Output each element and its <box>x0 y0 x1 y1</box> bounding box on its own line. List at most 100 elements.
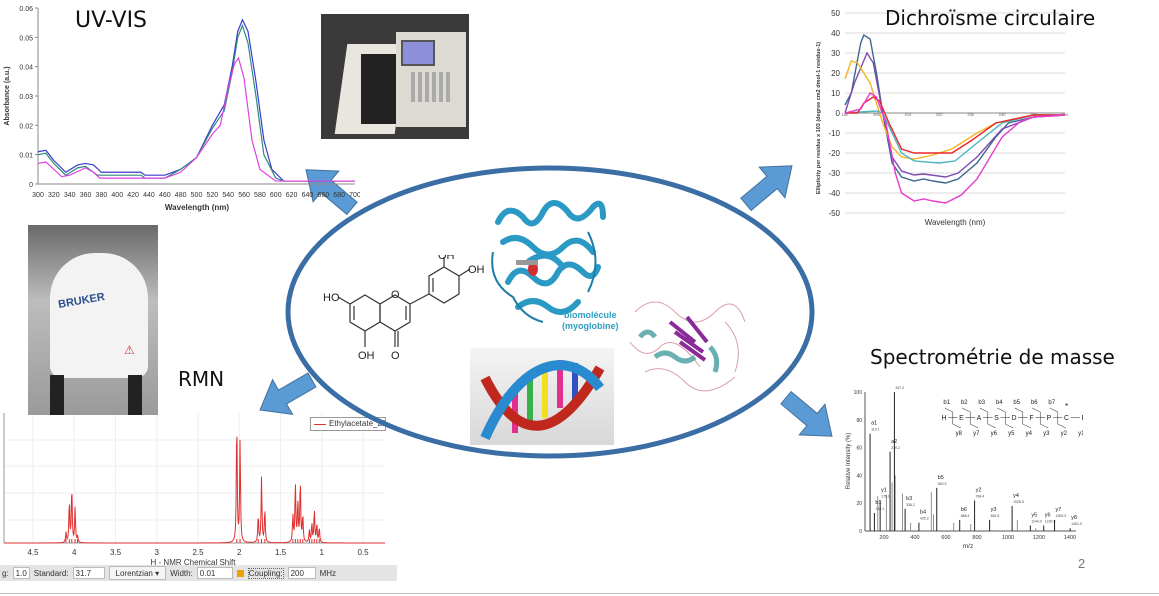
residue-label: A <box>977 415 982 422</box>
nmr-spectrum <box>3 436 386 544</box>
y-tick-label: -30 <box>828 169 840 178</box>
nmr-legend: Ethylacetate_21 <box>310 417 386 431</box>
arrow-to-rmn <box>259 372 317 415</box>
cleavage-mark <box>962 407 979 429</box>
series-magenta <box>844 92 1066 204</box>
x-tick-label: 240 <box>999 112 1006 117</box>
cleavage-mark <box>1032 407 1049 429</box>
footer-divider <box>0 593 1159 594</box>
y-ion-label: y5 <box>1008 431 1015 437</box>
x-tick-label: 300 <box>32 192 44 199</box>
y-tick-label: 100 <box>854 390 863 396</box>
x-tick-label: 200 <box>873 112 880 117</box>
b-ion-label: b4 <box>996 400 1003 406</box>
standard-input[interactable]: 31.7 <box>72 567 105 579</box>
series-purple <box>844 51 1066 178</box>
x-tick-label: 1000 <box>1002 535 1014 541</box>
field1-input[interactable]: 1.0 <box>12 567 30 579</box>
nmr-magnet-photo: BRUKER ⚠ <box>28 225 158 415</box>
coupling-checkbox[interactable] <box>236 569 244 577</box>
x-tick-label: 520 <box>207 192 219 199</box>
flavonoid-labels: HO OH OH OH O O <box>323 255 485 362</box>
y-tick-label: 20 <box>856 501 862 507</box>
x-tick-label: 700 <box>349 192 360 199</box>
y-tick-label: 0 <box>29 182 33 189</box>
y-tick-label: 0.06 <box>19 6 33 13</box>
x-tick-label: 600 <box>270 192 282 199</box>
lineshape-value: Lorentzian <box>115 569 153 578</box>
peak-mz-label: 540.3 <box>938 482 947 486</box>
x-tick-label: 3 <box>155 548 160 557</box>
ms-title: Spectrométrie de masse <box>870 345 1115 369</box>
y-tick-label: 40 <box>856 473 862 479</box>
x-axis-label: m/z <box>963 543 973 550</box>
x-tick-label: 230 <box>967 112 974 117</box>
x-tick-label: 380 <box>96 192 108 199</box>
x-tick-label: 800 <box>972 535 981 541</box>
atom-label: O <box>391 289 400 301</box>
rmn-title: RMN <box>178 367 225 391</box>
peak-mz-label: 784.4 <box>976 494 985 498</box>
peak-mz-label: 1401.0 <box>1071 522 1082 526</box>
x-tick-label: 340 <box>64 192 76 199</box>
y-tick-label: 80 <box>856 418 862 424</box>
lineshape-select[interactable]: Lorentzian ▾ <box>108 566 167 580</box>
cleavage-mark <box>1049 407 1066 429</box>
x-tick-label: 2.5 <box>192 548 204 557</box>
width-input[interactable]: 0.01 <box>196 567 233 579</box>
peak-mz-label: 1300.3 <box>1056 514 1067 518</box>
peak-mz-label: 881.5 <box>991 514 1000 518</box>
y-ion-label: y7 <box>973 431 980 437</box>
residue-label: P <box>1047 415 1052 422</box>
peak-ion-label: y7 <box>1056 507 1062 513</box>
nmr-toolbar: g: 1.0 Standard: 31.7 Lorentzian ▾ Width… <box>0 565 397 581</box>
y-tick-label: 0.01 <box>19 153 33 160</box>
peak-ion-label: y8 <box>1071 515 1077 521</box>
coupling-label: Coupling: <box>247 567 284 579</box>
x-tick-label: 1 <box>320 548 325 557</box>
biomolecule-line1: biomolécule <box>563 310 617 320</box>
coupling-input[interactable]: 200 <box>287 567 316 579</box>
x-tick-label: 580 <box>254 192 266 199</box>
field1-label: g: <box>2 568 9 578</box>
arrow-to-ms <box>780 390 833 437</box>
protein-structure-image <box>629 301 746 392</box>
modification-mark: * <box>1065 402 1068 411</box>
series-magenta <box>37 56 355 182</box>
y-tick-label: 0.02 <box>19 123 33 130</box>
arrow-to-cd <box>740 165 793 212</box>
x-tick-label: 3.5 <box>110 548 122 557</box>
y-tick-label: 0 <box>859 529 862 535</box>
y-tick-label: 10 <box>831 89 840 98</box>
peak-ion-label: y2 <box>976 487 982 493</box>
x-tick-label: 620 <box>286 192 298 199</box>
x-tick-label: 360 <box>80 192 92 199</box>
x-tick-label: 440 <box>143 192 155 199</box>
peak-mz-label: 175.1 <box>881 494 890 498</box>
x-tick-label: 4 <box>72 548 77 557</box>
residue-label: H <box>941 415 946 422</box>
y-tick-label: 20 <box>831 69 840 78</box>
x-tick-label: 320 <box>48 192 60 199</box>
x-axis-label: H - NMR Chemical Shift <box>151 558 237 565</box>
y-ion-label: y4 <box>1026 431 1033 437</box>
peak-mz-label: 239.2 <box>891 446 900 450</box>
b-ion-label: b3 <box>978 400 985 406</box>
x-tick-label: 480 <box>175 192 187 199</box>
x-tick-label: 0.5 <box>357 548 369 557</box>
b-ion-label: b6 <box>1031 400 1038 406</box>
b-ion-label: b2 <box>961 400 968 406</box>
x-tick-label: 540 <box>222 192 234 199</box>
peak-ion-label: y6 <box>1045 512 1051 518</box>
myoglobin-image <box>491 200 606 323</box>
x-tick-label: 680 <box>333 192 345 199</box>
residue-label: S <box>994 415 999 422</box>
y-tick-label: 30 <box>831 49 840 58</box>
residue-label: D <box>1011 415 1016 422</box>
y-tick-label: -20 <box>828 149 840 158</box>
spectrophotometer-photo <box>321 14 469 139</box>
y-tick-label: 0.04 <box>19 65 33 72</box>
x-tick-label: 600 <box>941 535 950 541</box>
atom-label: OH <box>438 255 455 262</box>
